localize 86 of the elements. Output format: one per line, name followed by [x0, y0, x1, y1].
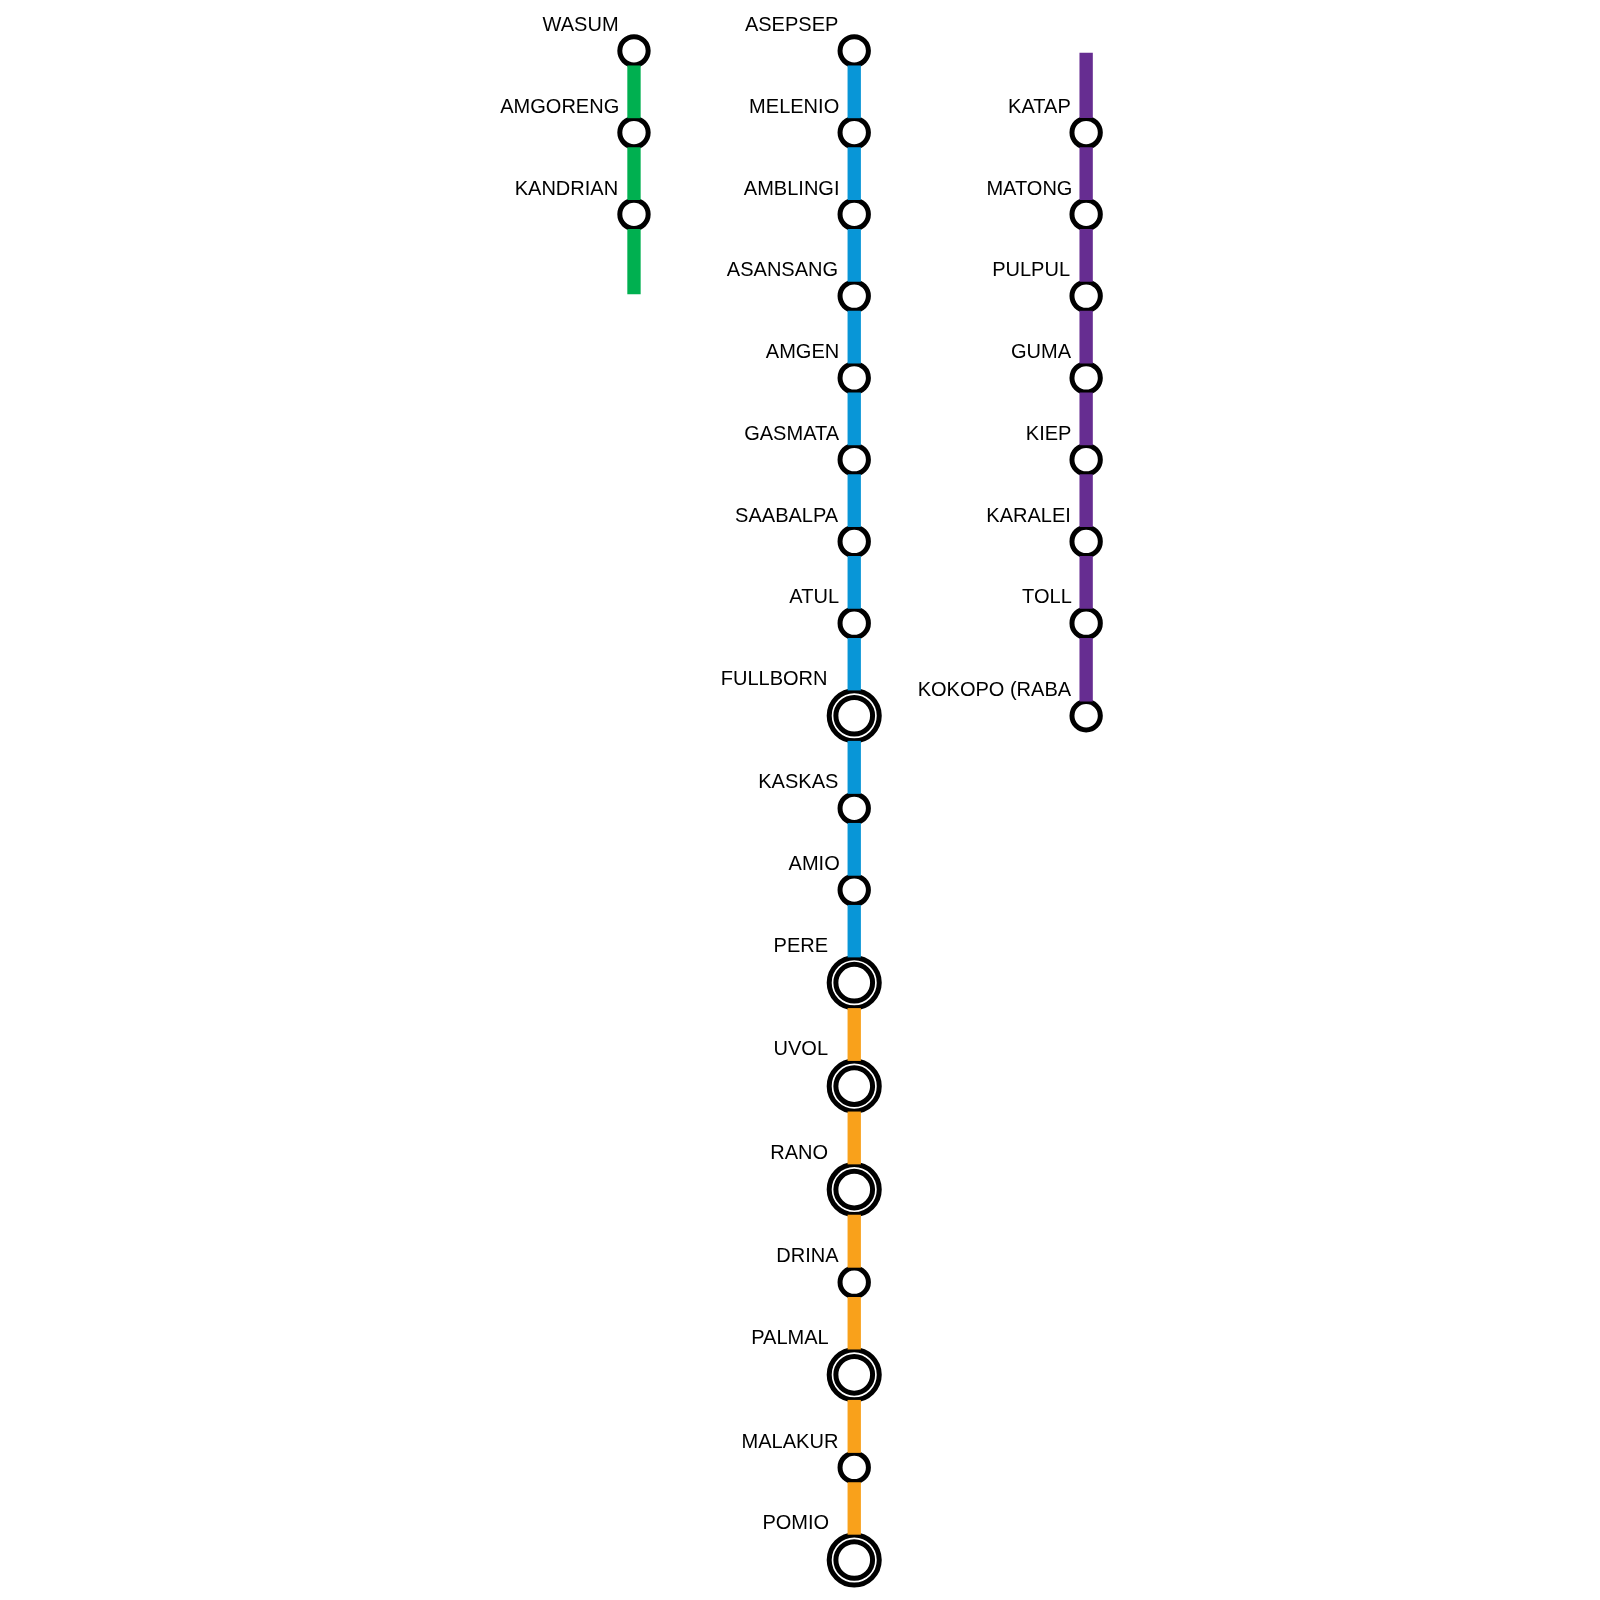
node-label: ASANSANG	[726, 258, 839, 281]
node-circle	[1069, 361, 1103, 395]
node-circle	[826, 688, 882, 744]
node-circle	[837, 1450, 871, 1485]
node-label: PULPUL	[992, 258, 1071, 281]
node-circle	[826, 1058, 882, 1114]
connector	[847, 904, 861, 958]
node-label: GASMATA	[744, 421, 840, 444]
node-circle	[837, 197, 871, 232]
connector	[847, 556, 861, 609]
connector	[1079, 52, 1093, 119]
node-circle	[1069, 279, 1103, 313]
connector	[847, 310, 861, 364]
node-circle	[837, 34, 871, 68]
connector	[847, 65, 861, 119]
node-circle	[1069, 524, 1103, 559]
connector	[1079, 147, 1093, 200]
connector	[847, 1111, 861, 1165]
node-label: AMBLINGI	[743, 176, 840, 199]
node-label: KATAP	[1008, 94, 1071, 117]
connector	[627, 229, 641, 295]
node-label: AMIO	[788, 852, 840, 875]
node-label: KASKAS	[758, 770, 839, 793]
connector	[847, 1214, 861, 1268]
node-circle	[617, 34, 651, 68]
node-circle	[1069, 442, 1103, 477]
connector	[847, 1297, 861, 1350]
connector	[1079, 310, 1093, 364]
node-circle	[1069, 606, 1103, 640]
connector	[627, 147, 641, 200]
node-circle	[617, 115, 651, 150]
node-circle	[826, 955, 882, 1011]
node-circle	[837, 791, 871, 826]
connector	[1079, 474, 1093, 527]
connector	[847, 1399, 861, 1453]
node-circle	[837, 361, 871, 395]
connector	[847, 229, 861, 282]
node-circle	[1069, 197, 1103, 232]
connector	[1079, 637, 1093, 702]
node-circle	[1069, 115, 1103, 150]
connector	[847, 1008, 861, 1061]
connector	[847, 637, 861, 691]
connector	[847, 1482, 861, 1535]
node-label: TOLL	[1022, 585, 1072, 608]
node-circle	[837, 606, 871, 640]
connector	[1079, 556, 1093, 609]
node-label: WASUM	[542, 13, 619, 35]
node-label: UVOL	[773, 1037, 829, 1060]
node-circle	[837, 1265, 871, 1299]
connector	[627, 65, 641, 119]
node-label: RANO	[770, 1140, 829, 1163]
connector	[1079, 392, 1093, 446]
node-circle	[1069, 699, 1103, 733]
connector	[847, 474, 861, 527]
node-circle	[837, 279, 871, 313]
node-circle	[826, 1532, 882, 1588]
node-label: MALAKUR	[741, 1429, 839, 1452]
node-label: SAABALPA	[735, 503, 839, 526]
node-label: KOKOPO (RABA	[917, 677, 1072, 700]
connector	[847, 822, 861, 876]
node-label: KIEP	[1025, 421, 1072, 444]
node-label: KARALEI	[986, 503, 1071, 526]
node-circle	[826, 1347, 882, 1403]
node-label: MATONG	[986, 176, 1073, 199]
node-label: AMGORENG	[500, 94, 620, 117]
node-circle	[837, 524, 871, 559]
node-label: ATUL	[789, 585, 840, 608]
node-label: AMGEN	[765, 340, 840, 363]
node-label: FULLBORN	[720, 667, 828, 690]
node-circle	[837, 442, 871, 477]
node-label: PERE	[773, 934, 829, 956]
node-label: ASEPSEP	[744, 13, 839, 35]
connector	[1079, 229, 1093, 282]
node-label: POMIO	[762, 1511, 830, 1534]
connector	[847, 392, 861, 446]
connector	[847, 147, 861, 200]
node-circle	[617, 197, 651, 232]
node-label: DRINA	[776, 1244, 839, 1267]
node-label: PALMAL	[751, 1326, 829, 1349]
node-circle	[826, 1162, 882, 1218]
node-circle	[837, 115, 871, 150]
connector	[847, 740, 861, 794]
node-label: KANDRIAN	[514, 176, 619, 199]
node-circle	[837, 873, 871, 907]
node-label: GUMA	[1011, 340, 1072, 363]
node-label: MELENIO	[749, 94, 840, 117]
